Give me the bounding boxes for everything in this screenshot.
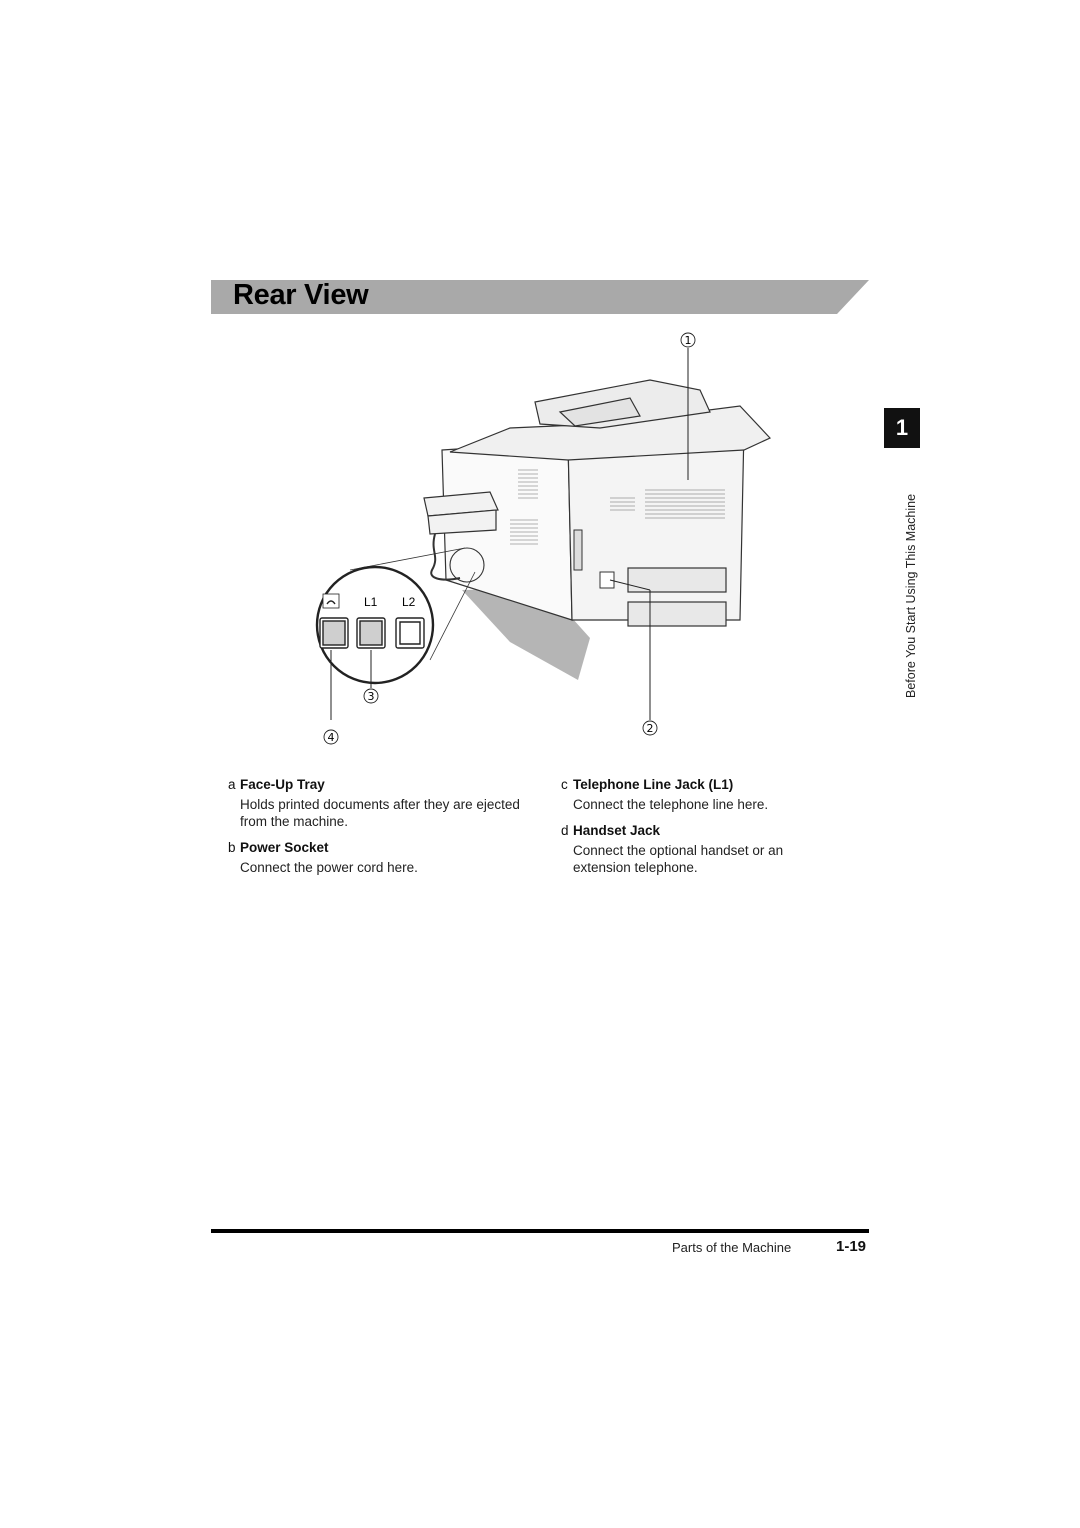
callout-4: 4 xyxy=(328,731,335,744)
legend-title: Power Socket xyxy=(240,840,329,855)
legend-item-telephone-line-jack: c Telephone Line Jack (L1) Connect the t… xyxy=(561,776,833,813)
legend-letter: a xyxy=(228,777,236,792)
legend-description: Connect the power cord here. xyxy=(240,860,418,875)
chapter-side-label: Before You Start Using This Machine xyxy=(904,493,918,698)
footer-rule xyxy=(211,1229,869,1233)
legend-title: Telephone Line Jack (L1) xyxy=(573,777,734,792)
section-title-banner: Rear View xyxy=(211,279,871,314)
legend-letter: c xyxy=(561,777,568,792)
zoom-source-circle xyxy=(449,547,485,583)
legend-title: Handset Jack xyxy=(573,823,661,838)
paper-drawer-1 xyxy=(627,567,727,593)
chapter-tab: 1 xyxy=(884,408,920,448)
legend-item-face-up-tray: a Face-Up Tray Holds printed documents a… xyxy=(228,776,520,830)
legend-item-power-socket: b Power Socket Connect the power cord he… xyxy=(228,839,520,876)
handset-cord xyxy=(430,533,461,581)
legend-item-handset-jack: d Handset Jack Connect the optional hand… xyxy=(561,822,833,876)
parallel-port xyxy=(573,529,583,571)
legend-description: Connect the telephone line here. xyxy=(573,797,769,812)
legend-title: Face-Up Tray xyxy=(240,777,325,792)
legend-column-left: a Face-Up Tray Holds printed documents a… xyxy=(228,776,520,885)
legend-letter: b xyxy=(228,840,236,855)
banner-background xyxy=(211,280,869,314)
page-number: 1-19 xyxy=(836,1238,867,1255)
face-up-tray xyxy=(558,397,641,427)
legend-description: Holds printed documents after they are e… xyxy=(240,797,520,829)
handset xyxy=(423,491,499,535)
rear-view-illustration: L1 L2 1 2 3 4 xyxy=(300,320,820,760)
callout-1: 1 xyxy=(685,334,692,347)
callout-2: 2 xyxy=(647,722,654,735)
jack-label-l1: L1 xyxy=(364,595,378,609)
scanner-unit xyxy=(449,405,772,461)
power-socket xyxy=(599,571,615,589)
legend-column-right: c Telephone Line Jack (L1) Connect the t… xyxy=(561,776,833,885)
legend-letter: d xyxy=(561,823,569,838)
paper-drawer-2 xyxy=(627,601,727,627)
footer-section-title: Parts of the Machine xyxy=(672,1240,792,1255)
legend-description: Connect the optional handset or an exten… xyxy=(573,843,784,875)
callout-3: 3 xyxy=(368,690,375,703)
page-title: Rear View xyxy=(233,279,369,311)
jack-label-l2: L2 xyxy=(402,595,416,609)
